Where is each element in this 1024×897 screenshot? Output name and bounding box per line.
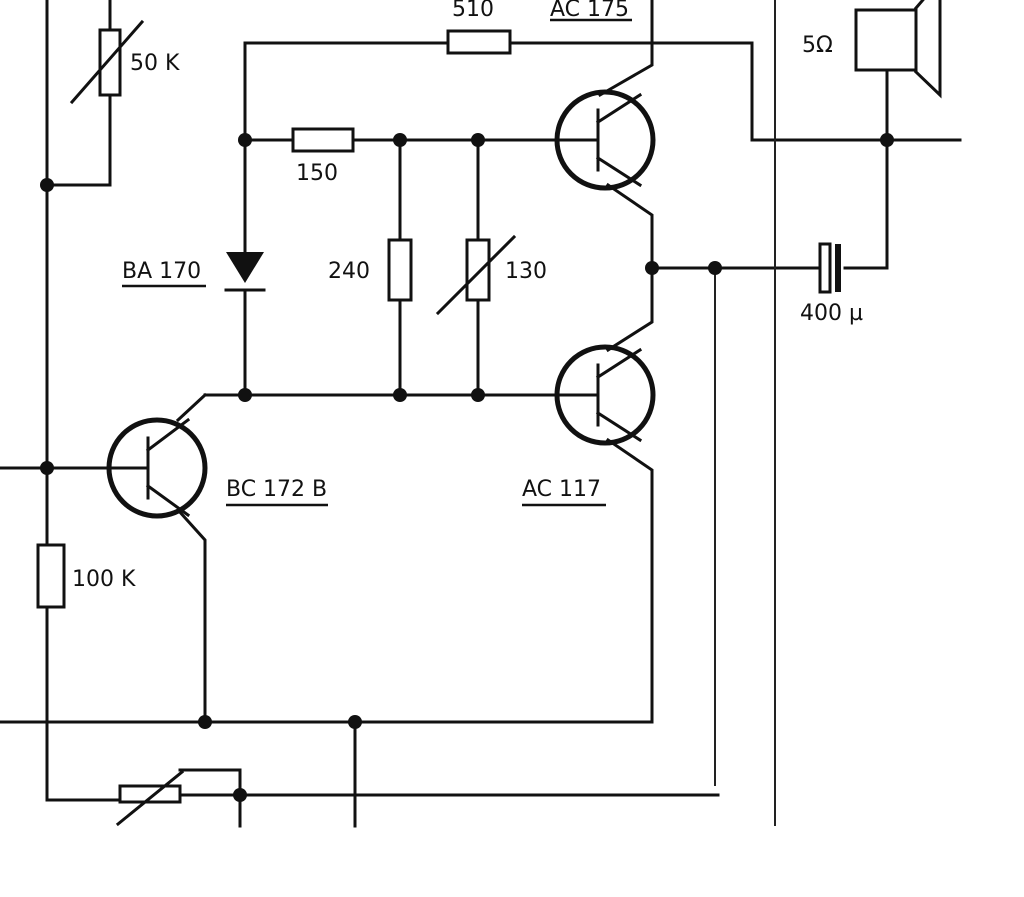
variable-resistor-130 [435, 234, 517, 316]
transistor-ac117 [553, 344, 656, 446]
resistor-510 [446, 29, 512, 55]
label-speaker: 5Ω [802, 33, 833, 58]
wires [0, 0, 962, 828]
capacitor-400u [818, 242, 841, 294]
label-r100k: 100 K [72, 567, 136, 592]
label-r50k: 50 K [130, 51, 180, 76]
resistor-100k [36, 543, 66, 609]
transistor-ac175 [553, 89, 656, 191]
label-bc172b: BC 172 B [226, 477, 327, 502]
label-ac175: AC 175 [550, 0, 629, 22]
label-r130: 130 [505, 259, 547, 284]
label-diode: BA 170 [122, 259, 201, 284]
resistor-150 [291, 127, 355, 153]
junctions [40, 133, 894, 802]
trimmer-bottom-left [115, 769, 185, 827]
label-r240: 240 [328, 259, 370, 284]
label-cap: 400 µ [800, 301, 863, 326]
resistor-240 [387, 238, 413, 302]
transistor-bc172b [106, 417, 208, 519]
label-r150: 150 [296, 161, 338, 186]
speaker [854, 0, 942, 99]
label-ac117: AC 117 [522, 477, 601, 502]
potentiometer-50k [69, 19, 145, 105]
diode-ba170 [224, 252, 266, 292]
labels: 510 AC 175 50 K 5Ω 150 BA 170 240 130 40… [72, 0, 863, 592]
label-r510: 510 [452, 0, 494, 22]
